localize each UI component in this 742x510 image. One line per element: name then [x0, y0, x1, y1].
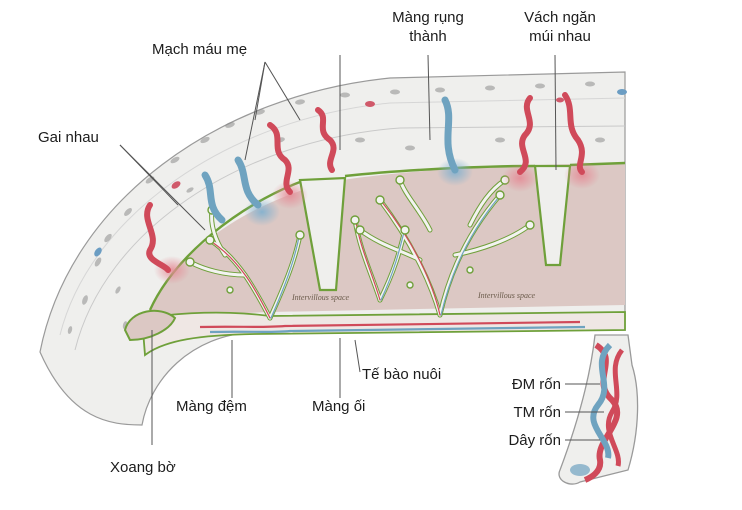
intervillous-space [150, 163, 625, 315]
umbilical-cord [558, 334, 639, 485]
label-day-ron: Dây rốn [508, 432, 561, 449]
label-vach-ngan-line2: múi nhau [529, 28, 591, 45]
maternal-arteries [144, 92, 585, 273]
label-dm-ron: ĐM rốn [511, 376, 561, 393]
label-mang-rung-thanh-line2: thành [409, 28, 447, 45]
label-mang-rung-thanh: Màng rụng thành [392, 8, 464, 46]
label-mach-mau-me: Mạch máu mẹ [152, 41, 248, 58]
decidual-septum-2 [533, 164, 572, 267]
intervillous-caption-2: Intervillous space [477, 291, 536, 300]
label-mang-oi: Màng ối [312, 398, 366, 415]
leader-lines [119, 54, 604, 445]
label-mang-dem: Màng đệm [176, 398, 247, 415]
villous-trees [185, 175, 535, 321]
label-te-bao-nuoi: Tế bào nuôi [362, 366, 442, 383]
label-vach-ngan-line1: Vách ngăn [524, 9, 596, 26]
label-mang-rung-thanh-line1: Màng rụng [392, 9, 464, 26]
label-xoang-bo: Xoang bờ [110, 459, 176, 476]
intervillous-caption-1: Intervillous space [291, 293, 350, 302]
label-vach-ngan-mui-nhau: Vách ngăn múi nhau [524, 8, 596, 46]
marginal-sinus [123, 309, 177, 342]
label-tm-ron: TM rốn [513, 404, 561, 421]
maternal-veins [201, 96, 459, 224]
label-gai-nhau: Gai nhau [38, 129, 99, 146]
decidual-septum-1 [298, 176, 347, 292]
chorionic-plate [141, 311, 626, 357]
decidua-colored-cells [94, 89, 627, 257]
decidua-nuclei [67, 81, 605, 334]
